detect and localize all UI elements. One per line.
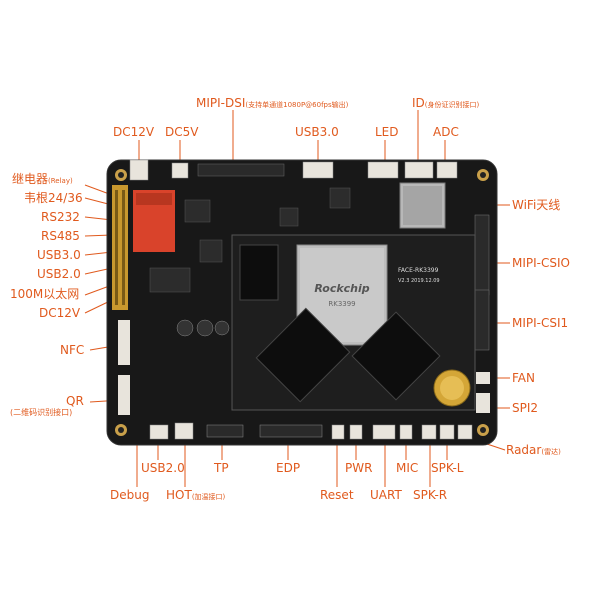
adc-label: ADC [433, 125, 459, 139]
qr-label: QR [66, 394, 84, 408]
dc12v-top-label: DC12V [113, 125, 155, 139]
usb20-left-label: USB2.0 [37, 267, 81, 281]
hot-connector [174, 422, 194, 440]
left-pin-header [112, 185, 128, 310]
spk-r-label: SPK-R [413, 488, 448, 502]
id-connector [404, 161, 434, 179]
dc12v-connector [129, 159, 149, 181]
mounting-holes [115, 169, 489, 436]
hot-label: HOT(加温接口) [166, 488, 226, 502]
relay-label: 继电器(Relay) [12, 172, 73, 186]
qr-connector [118, 375, 130, 415]
board-name-text: FACE-RK3399 [398, 267, 439, 274]
dc5v-label: DC5V [165, 125, 199, 139]
tp-label: TP [214, 461, 229, 475]
dc5v-connector [171, 162, 189, 179]
led-label: LED [375, 125, 399, 139]
usb20-bottom-connector [149, 424, 169, 440]
id-label: ID(身份证识别接口) [412, 96, 480, 110]
qr-note-label: (二维码识别接口) [10, 408, 73, 417]
spk-l-label: SPK-L [431, 461, 464, 475]
rs485-label: RS485 [41, 229, 80, 243]
fan-label: FAN [512, 371, 535, 385]
nfc-connector [118, 320, 130, 365]
usb30-top-label: USB3.0 [295, 125, 339, 139]
memory-chip-2 [255, 307, 351, 403]
uart-label: UART [370, 488, 402, 502]
spi2-label: SPI2 [512, 401, 539, 415]
reset-label: Reset [320, 488, 354, 502]
uart-connector [372, 424, 396, 440]
mic-connector [399, 424, 413, 440]
dc12v-left-label: DC12V [39, 306, 81, 320]
radar-connector [457, 424, 473, 440]
usb20-bottom-label: USB2.0 [141, 461, 185, 475]
led-connector [367, 161, 399, 179]
usb30-connector [302, 161, 334, 179]
reset-connector [331, 424, 345, 440]
chip-brand-text: Rockchip [314, 282, 369, 295]
spk-l-connector [439, 424, 455, 440]
pwr-connector [349, 424, 363, 440]
radar-label: Radar(雷达) [506, 443, 561, 457]
memory-chip-3 [351, 311, 441, 401]
wiegand-label: 韦根24/36 [24, 191, 83, 205]
memory-chip-1 [239, 244, 279, 301]
mipi-dsi-connector [197, 163, 285, 177]
spk-r-connector [421, 424, 437, 440]
edp-connector [259, 424, 323, 438]
spi2-connector [476, 393, 490, 413]
chip-model-text: RK3399 [328, 300, 355, 308]
mipi-dsi-label: MIPI-DSI(支持单通道1080P@60fps输出) [196, 96, 349, 110]
usb30-left-label: USB3.0 [37, 248, 81, 262]
mipi-csi0-label: MIPI-CSIO [512, 256, 570, 270]
nfc-label: NFC [60, 343, 85, 357]
mipi-csi0-connector [474, 214, 490, 296]
adc-connector [436, 161, 458, 179]
ethernet-label: 100M以太网 [10, 287, 80, 301]
mipi-csi1-label: MIPI-CSI1 [512, 316, 569, 330]
debug-label: Debug [110, 488, 150, 502]
mipi-csi1-connector [474, 289, 490, 351]
fan-connector [476, 372, 490, 384]
wifi-label: WiFi天线 [512, 198, 561, 212]
mic-label: MIC [396, 461, 419, 475]
edp-label: EDP [276, 461, 301, 475]
rs232-label: RS232 [41, 210, 80, 224]
board-version-text: V2.3 2019.12.09 [398, 278, 440, 284]
tp-connector [206, 424, 244, 438]
pwr-label: PWR [345, 461, 373, 475]
